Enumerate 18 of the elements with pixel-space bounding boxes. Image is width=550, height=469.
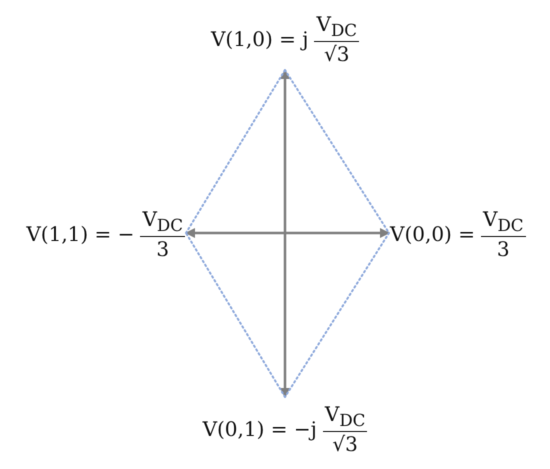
equation-label: V(0,0) = [390, 222, 475, 246]
dotted-line [185, 232, 286, 398]
equation-label: V(1,0) = j [210, 27, 308, 51]
fraction-numerator: V$_{DC}$ [324, 402, 366, 431]
fraction-numerator: V$_{DC}$ [141, 207, 184, 236]
dotted-line [284, 69, 390, 234]
equation-label: V(1,1) = − [26, 222, 134, 246]
fraction-denominator: √3 [322, 431, 368, 456]
double-arrow [185, 228, 390, 238]
dotted-line [185, 69, 286, 234]
fraction-numerator: V$_{DC}$ [315, 12, 358, 41]
fraction-denominator: 3 [480, 236, 526, 261]
fraction-denominator: 3 [140, 236, 185, 261]
fraction-denominator: √3 [314, 41, 360, 66]
dotted-line [284, 232, 390, 398]
fraction-numerator: V$_{DC}$ [482, 207, 525, 236]
equation-label: V(0,1) = −j [202, 417, 317, 441]
double-arrow [280, 69, 290, 398]
